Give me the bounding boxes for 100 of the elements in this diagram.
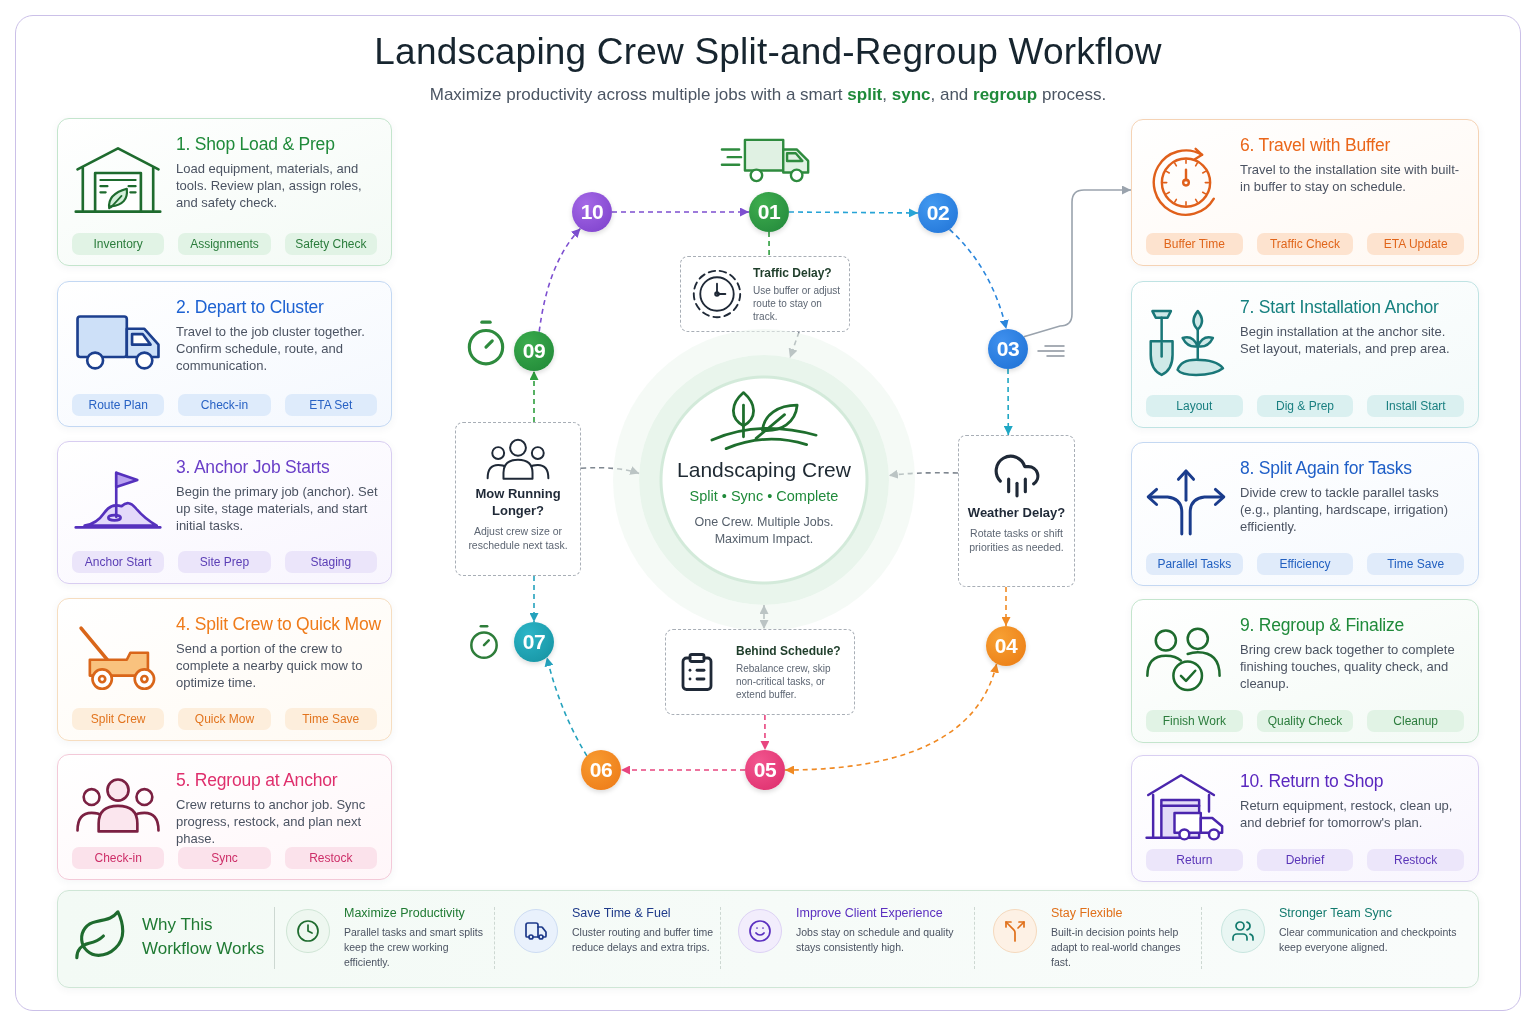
step-card [57,754,392,880]
card-title: 5. Regroup at Anchor [176,769,338,791]
tag: Quick Mow [178,708,271,730]
tag: Cleanup [1367,710,1464,732]
decision-title: Weather Delay? [967,504,1066,521]
benefit-title: Stay Flexible [1051,905,1123,921]
card-title: 1. Shop Load & Prep [176,133,335,155]
tag: ETA Set [284,394,377,416]
benefit-text: Parallel tasks and smart splits keep the crew working efficiently. [344,925,484,970]
card-text: Begin installation at the anchor site. Set layout, materials, and prep area. [1240,323,1451,357]
tag: Restock [1367,849,1464,871]
decision-text: Rebalance crew, skip non-critical tasks, or extend buffer. [736,661,832,701]
tag: Assignments [178,233,271,255]
dashed-connector-line [768,231,770,257]
tag: Buffer Time [1146,233,1243,255]
hub-title: Landscaping Crew [677,457,851,483]
tag: Efficiency [1256,553,1354,575]
decision-note [455,422,581,576]
step-number: 05 [745,750,785,790]
tag: Layout [1146,395,1243,417]
dashed-arrow [544,656,588,757]
tag: Check-in [178,394,271,416]
card-title: 7. Start Installation Anchor [1240,296,1439,318]
card-title: 10. Return to Shop [1240,770,1384,792]
step-number: 07 [514,622,554,662]
tag: Parallel Tasks [1146,553,1243,575]
step-card [57,441,392,584]
dashed-arrow [529,370,539,423]
tag: Quality Check [1256,710,1354,732]
benefit-text: Built-in decision points help adapt to real-world changes fast. [1051,925,1182,970]
decision-title: Behind Schedule? [736,643,841,659]
card-text: Send a portion of the crew to complete a nearby quick mow to optimize time. [176,640,364,691]
step-card [1131,119,1479,266]
benefit-title: Stronger Team Sync [1279,905,1393,921]
tag: Sync [178,847,271,869]
card-text: Divide crew to tackle parallel tasks (e.g., planting, hardscape, irrigation) efficiently. [1240,484,1450,535]
dashed-arrow [1003,368,1013,436]
dashed-arrow [788,331,800,359]
step-number: 02 [918,193,958,233]
tag: Staging [284,551,377,573]
arrow [1023,185,1132,338]
dashed-arrow [760,714,770,751]
dashed-arrow [620,765,746,775]
benefit-title: Maximize Productivity [344,905,465,921]
tag: Restock [284,847,377,869]
decision-text: Use buffer or adjust route to stay on track. [753,283,842,323]
benefits-panel [57,890,1479,988]
tag: Site Prep [178,551,271,573]
decision-text: Rotate tasks or shift priorities as needed. [968,526,1065,554]
dashed-arrow [611,207,750,217]
step-card [57,598,392,741]
step-card [1131,281,1479,428]
step-card [1131,599,1479,743]
card-text: Travel to the job cluster together. Confirm schedule, route, and communication. [176,323,366,374]
tag: Split Crew [72,708,165,730]
dashed-arrow [948,228,1009,330]
card-text: Begin the primary job (anchor). Set up site, stage materials, and start initial tasks. [176,483,379,534]
tag: Inventory [72,233,165,255]
step-card [1131,755,1479,882]
step-card [57,118,392,266]
benefit-title: Save Time & Fuel [572,905,671,921]
tag: Time Save [284,708,377,730]
tag: Traffic Check [1256,233,1354,255]
dashed-arrow [538,227,582,333]
tag: Finish Work [1146,710,1243,732]
card-text: Bring crew back together to complete finishing touches, quality check, and cleanup. [1240,641,1456,692]
dashed-arrow [888,469,959,479]
step-number: 10 [572,192,612,232]
decision-title: Traffic Delay? [753,265,832,281]
panel-heading: Why This Workflow Works [142,914,266,960]
page-title: Landscaping Crew Split-and-Regroup Workflow [374,30,1162,74]
step-number: 01 [749,192,789,232]
card-title: 9. Regroup & Finalize [1240,614,1405,636]
tag: Dig & Prep [1256,395,1354,417]
dashed-arrow [529,575,539,623]
dashed-arrow [788,208,919,218]
dashed-arrow [580,466,640,475]
tag: Check-in [72,847,165,869]
tag: Safety Check [284,233,377,255]
tag: Route Plan [72,394,165,416]
hub-text: One Crew. Multiple Jobs. Maximum Impact. [693,514,835,548]
card-text: Return equipment, restock, clean up, and debrief for tomorrow's plan. [1240,797,1454,831]
benefit-text: Clear communication and checkpoints keep everyone aligned. [1279,925,1458,955]
step-card [1131,442,1479,586]
decision-note [958,435,1075,587]
card-text: Load equipment, materials, and tools. Review plan, assign roles, and safety check. [176,160,363,211]
tag: Anchor Start [72,551,165,573]
card-title: 4. Split Crew to Quick Mow [176,613,381,635]
benefit-title: Improve Client Experience [796,905,943,921]
card-title: 6. Travel with Buffer [1240,134,1391,156]
hub-tagline: Split • Sync • Complete [689,487,839,506]
card-title: 8. Split Again for Tasks [1240,457,1412,479]
step-number: 06 [581,750,621,790]
card-text: Crew returns to anchor job. Sync progress, restock, and plan next phase. [176,796,367,847]
dashed-arrow [759,604,769,630]
step-number: 09 [514,331,554,371]
benefit-text: Jobs stay on schedule and quality stays consistently high. [796,925,955,955]
tag: ETA Update [1367,233,1464,255]
decision-note [680,256,850,332]
subtitle: Maximize productivity across multiple jobs with a smart split, sync, and regroup process. [429,84,1107,106]
